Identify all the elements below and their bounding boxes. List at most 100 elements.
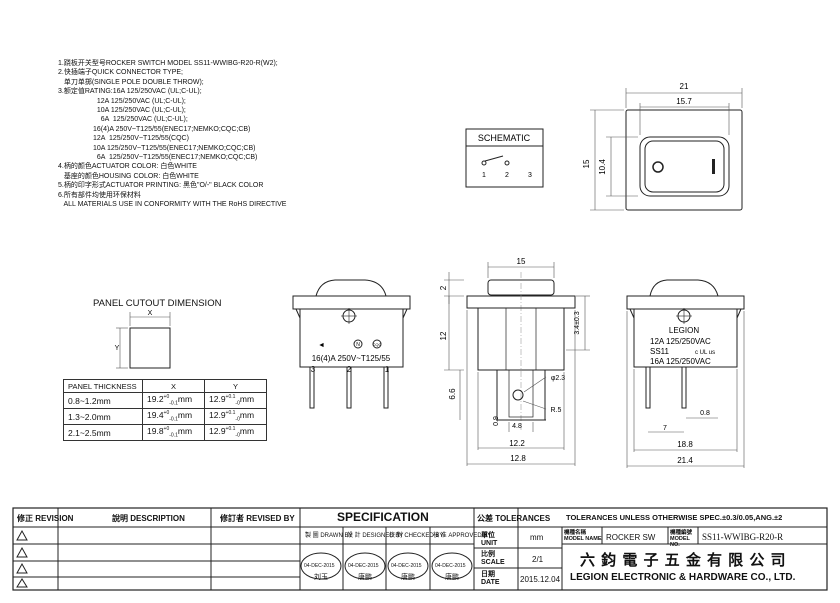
- note-line: 6A 125/250VAC (UL;C-UL);: [58, 116, 188, 124]
- tb-checked-by: 校 對 CHECKED BY: [389, 533, 444, 539]
- tb-model-no-label: 機種編號 MODEL NO.: [670, 530, 693, 548]
- schematic-title: SCHEMATIC: [478, 133, 531, 143]
- left-pin-3: 3: [311, 365, 316, 374]
- left-side-view: ◄ N CQC 16(4)A 250V~T125/55 3 2 1: [292, 279, 411, 409]
- stamp-date-1: 04-DEC-2015: [304, 563, 335, 569]
- cutout-y: Y: [115, 345, 120, 352]
- note-line: 6.所有部件均使用环保材料: [58, 191, 141, 199]
- approval-stamps: [300, 552, 473, 580]
- dim-sec-phi: φ2.3: [551, 375, 565, 382]
- tb-scale-value: 2/1: [532, 555, 544, 564]
- schematic-pin-2: 2: [505, 172, 509, 179]
- dim-right-0-8: 0.8: [700, 410, 710, 417]
- note-line: 单刀单掷(SINGLE POLE DOUBLE THROW);: [58, 78, 204, 86]
- dim-right-7: 7: [663, 425, 667, 432]
- pt-header-y: Y: [204, 379, 267, 393]
- tb-revision: 修正 REVISION: [17, 514, 74, 523]
- right-ss11: SS11: [650, 347, 670, 356]
- company-name-en: LEGION ELECTRONIC & HARDWARE CO., LTD.: [570, 572, 796, 583]
- pt-y: 12.9: [209, 394, 226, 405]
- pt-thickness: 1.3~2.0mm: [63, 408, 143, 425]
- pt-header-thickness: PANEL THICKNESS: [63, 379, 143, 393]
- tb-unit-value: mm: [530, 533, 544, 542]
- stamp-name-2: 唐鹏: [358, 574, 372, 581]
- tb-approved-by: 核 准 APPROVED BY: [433, 533, 492, 539]
- cutout-x: X: [148, 310, 153, 317]
- tb-drawn-by: 製 圖 DRAWN BY: [305, 533, 353, 539]
- note-line: ALL MATERIALS USE IN CONFORMITY WITH THE…: [58, 201, 287, 209]
- note-line: 2.快插端子QUICK CONNECTOR TYPE;: [58, 69, 183, 77]
- right-rating-12a: 12A 125/250VAC: [650, 337, 711, 346]
- revision-triangles: [16, 529, 28, 588]
- stamp-name-4: 唐鹏: [445, 574, 459, 581]
- table-row: 0.8~1.2mm 19.2+0-0.1mm 12.9+0.1-0mm: [63, 392, 267, 409]
- dim-front-21: 21: [680, 82, 689, 91]
- title-block-grid: [12, 507, 828, 591]
- tb-model-no-value: SS11-WWIBG-R20-R: [702, 532, 784, 542]
- dim-sec-3-4: 3.4±0.3: [574, 311, 581, 334]
- stamp-name-1: 刘玉: [314, 574, 328, 581]
- note-line: 12A 125/250V~T125/55(CQC): [58, 135, 189, 143]
- note-line: 12A 125/250VAC (UL;C-UL);: [58, 97, 186, 105]
- note-line: 5.柄的印字形式ACTUATOR PRINTING: 黑色"O/-" BLACK…: [58, 182, 264, 190]
- dim-sec-12-2: 12.2: [509, 439, 525, 448]
- stamp-date-3: 04-DEC-2015: [391, 563, 422, 569]
- stamp-date-2: 04-DEC-2015: [348, 563, 379, 569]
- tb-date-label: 日期 DATE: [481, 571, 500, 586]
- schematic-box: SCHEMATIC 1 2 3: [465, 128, 544, 188]
- tb-model-name-label: 機種名稱 MODEL NAME: [564, 530, 602, 542]
- dim-sec-0-9: 0.9: [493, 416, 500, 426]
- left-pin-1: 1: [385, 365, 390, 374]
- dim-sec-12-8: 12.8: [510, 454, 526, 463]
- pt-thickness: 0.8~1.2mm: [63, 392, 143, 409]
- tb-description: 說明 DESCRIPTION: [112, 514, 185, 523]
- left-side-rating: 16(4)A 250V~T125/55: [312, 354, 391, 363]
- dim-front-15: 15: [582, 159, 591, 168]
- dim-front-10-4: 10.4: [598, 159, 607, 175]
- svg-text:N: N: [356, 342, 360, 348]
- stamp-name-3: 唐鹏: [401, 574, 415, 581]
- ul-mark: c UL us: [695, 350, 715, 356]
- table-row: 1.3~2.0mm 19.4+0-0.1mm 12.9+0.1-0mm: [63, 408, 267, 425]
- pt-y: 12.9: [209, 426, 226, 437]
- tb-tolerances: 公差 TOLERANCES: [477, 514, 551, 523]
- pt-x: 19.2: [147, 394, 164, 405]
- pt-x: 19.8: [147, 426, 164, 437]
- dim-sec-2: 2: [439, 285, 448, 290]
- panel-thickness-table: PANEL THICKNESS X Y 0.8~1.2mm 19.2+0-0.1…: [63, 379, 267, 441]
- pt-y: 12.9: [209, 410, 226, 421]
- tb-designed-by: 設 計 DESIGNED BY: [347, 533, 404, 539]
- general-notes: 1.跷板开关型号ROCKER SWITCH MODEL SS11-WWIBG-R…: [58, 59, 358, 210]
- schematic-pin-1: 1: [482, 172, 486, 179]
- section-view: 15 2 12 3.4±0.3 6.6 φ2.3 R.5 0.9 4.8 12.…: [439, 257, 590, 466]
- front-view: 21 15.7 15 10.4: [582, 82, 743, 211]
- pt-thickness: 2.1~2.5mm: [63, 424, 143, 441]
- dim-right-18-8: 18.8: [677, 440, 693, 449]
- right-rating-16a: 16A 125/250VAC: [650, 357, 711, 366]
- svg-text:CQC: CQC: [373, 342, 382, 347]
- tb-model-name-value: ROCKER SW: [606, 533, 656, 542]
- table-row: 2.1~2.5mm 19.8+0-0.1mm 12.9+0.1-0mm: [63, 424, 267, 441]
- stamp-date-4: 04-DEC-2015: [435, 563, 466, 569]
- right-side-view: LEGION 12A 125/250VAC SS11 c UL us 16A 1…: [626, 279, 745, 468]
- left-pin-2: 2: [347, 365, 352, 374]
- note-line: 16(4)A 250V~T125/55(ENEC17;NEMKO;CQC;CB): [58, 125, 251, 133]
- dim-sec-6-6: 6.6: [448, 388, 457, 400]
- tb-revised-by: 修訂者 REVISED BY: [220, 514, 295, 523]
- tb-scale-label: 比例 SCALE: [481, 551, 505, 566]
- pt-x: 19.4: [147, 410, 164, 421]
- company-name-cn: 六 鈞 電 子 五 金 有 限 公 司: [580, 552, 787, 569]
- cutout-title: PANEL CUTOUT DIMENSION: [93, 298, 222, 309]
- dim-sec-15: 15: [517, 257, 526, 266]
- dim-right-21-4: 21.4: [677, 456, 693, 465]
- note-line: 3.额定值RATING:16A 125/250VAC (UL;C-UL);: [58, 88, 202, 96]
- note-line: 1.跷板开关型号ROCKER SWITCH MODEL SS11-WWIBG-R…: [58, 60, 278, 67]
- tb-unit-label: 單位 UNIT: [481, 532, 498, 547]
- dim-sec-12: 12: [439, 331, 448, 340]
- note-line: 4.柄的颜色ACTUATOR COLOR: 白色WHITE: [58, 163, 197, 171]
- note-line: 10A 125/250V~T125/55(ENEC17;NEMKO;CQC;CB…: [58, 144, 256, 152]
- tb-date-value: 2015.12.04: [520, 575, 561, 584]
- right-legion: LEGION: [669, 326, 699, 335]
- note-line: 10A 125/250VAC (UL;C-UL);: [58, 107, 186, 115]
